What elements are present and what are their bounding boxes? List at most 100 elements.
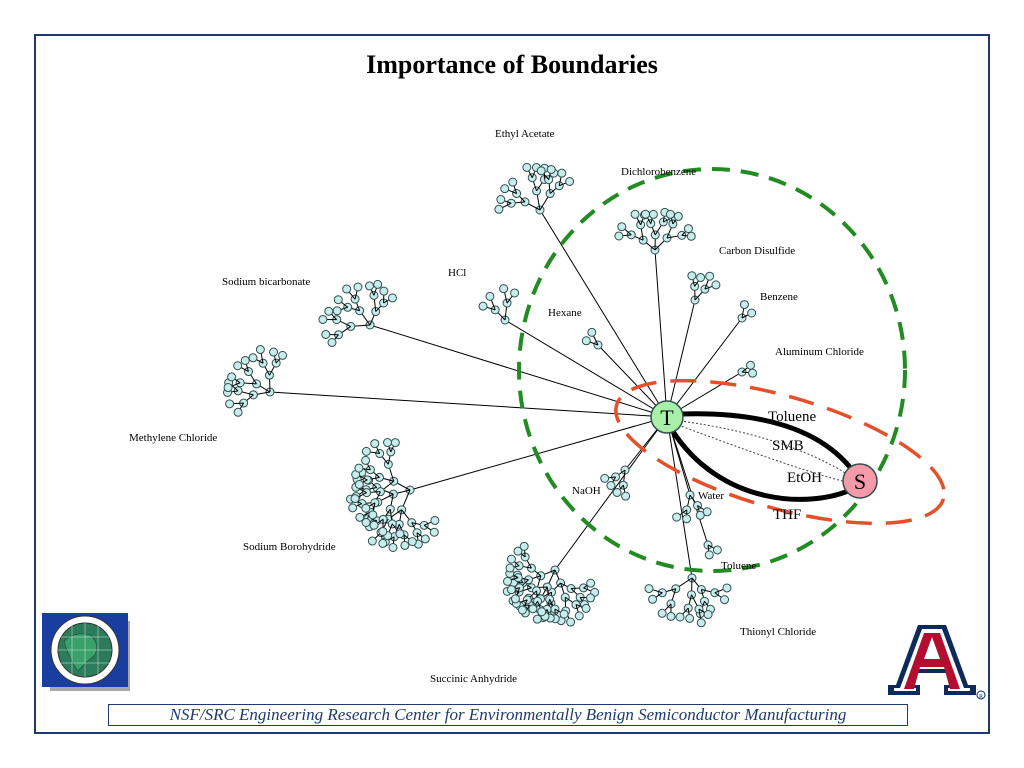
tree-thionyl-chloride-node bbox=[644, 584, 654, 594]
label-water: Water bbox=[698, 490, 724, 502]
path-label-thf: THF bbox=[773, 507, 801, 523]
tree-ethyl-acetate-node bbox=[496, 195, 506, 205]
tree-succinic-anhydride-node bbox=[574, 611, 584, 621]
tree-toluene-node bbox=[712, 545, 722, 555]
tree-sodium-borohydride-node bbox=[429, 527, 439, 537]
tree-thionyl-chloride-node bbox=[703, 610, 713, 620]
tree-aluminum-chloride-node bbox=[748, 368, 758, 378]
spoke-line bbox=[269, 391, 668, 418]
tree-sodium-bicarbonate-node bbox=[324, 306, 334, 316]
tree-ethyl-acetate-node bbox=[565, 176, 575, 186]
tree-sodium-borohydride-node bbox=[395, 529, 405, 539]
tree-naoh-node bbox=[600, 473, 610, 483]
tree-succinic-anhydride-node bbox=[506, 585, 516, 595]
toluene-path bbox=[679, 411, 861, 480]
tree-sodium-borohydride-node bbox=[354, 479, 364, 489]
tree-sodium-bicarbonate-node bbox=[332, 306, 342, 316]
tree-carbon-disulfide-node bbox=[711, 280, 721, 290]
tree-toluene-node bbox=[704, 550, 714, 560]
tree-succinic-anhydride-node bbox=[585, 593, 595, 603]
tree-sodium-bicarbonate-node bbox=[321, 329, 331, 339]
path-label-etoh: EtOH bbox=[787, 470, 822, 486]
spoke-line bbox=[666, 416, 709, 546]
tree-succinic-anhydride-node bbox=[566, 617, 576, 627]
tree-carbon-disulfide-node bbox=[696, 273, 706, 283]
tree-thionyl-chloride-node bbox=[675, 612, 685, 622]
hub-s[interactable] bbox=[842, 463, 878, 499]
tree-dichlorobenzene-node bbox=[665, 209, 675, 219]
tree-sodium-bicarbonate-node bbox=[333, 295, 343, 305]
tree-succinic-anhydride-node bbox=[502, 576, 512, 586]
tree-methylene-chloride-node bbox=[225, 399, 235, 409]
tree-sodium-borohydride-node bbox=[388, 542, 398, 552]
tree-succinic-anhydride-node bbox=[528, 604, 538, 614]
tree-benzene-node bbox=[739, 300, 749, 310]
tree-naoh-node bbox=[612, 487, 622, 497]
tree-aluminum-chloride bbox=[737, 360, 758, 378]
tree-sodium-borohydride-node bbox=[350, 494, 360, 504]
thf-path bbox=[669, 428, 857, 502]
tree-methylene-chloride-node bbox=[233, 407, 243, 417]
hub-t-label: T bbox=[660, 405, 674, 430]
tree-thionyl-chloride-node bbox=[685, 613, 695, 623]
tree-ethyl-acetate-node bbox=[557, 168, 567, 178]
tree-hcl-node bbox=[485, 291, 495, 301]
tree-sodium-borohydride bbox=[346, 438, 440, 552]
label-aluminum-chloride: Aluminum Chloride bbox=[775, 346, 864, 358]
tree-methylene-chloride-node bbox=[248, 353, 258, 363]
tree-sodium-borohydride-node bbox=[355, 512, 365, 522]
tree-succinic-anhydride-node bbox=[510, 594, 520, 604]
tree-benzene bbox=[737, 300, 757, 323]
tree-dichlorobenzene-node bbox=[673, 211, 683, 221]
path-label-smb: SMB bbox=[772, 438, 804, 454]
label-ethyl-acetate: Ethyl Acetate bbox=[495, 128, 555, 140]
red-boundary bbox=[614, 378, 946, 526]
tree-succinic-anhydride bbox=[502, 541, 600, 627]
tree-methylene-chloride-node bbox=[255, 345, 265, 355]
spoke-lines bbox=[269, 209, 743, 579]
tree-sodium-borohydride-node bbox=[370, 439, 380, 449]
tree-hexane-node bbox=[587, 327, 597, 337]
tree-sodium-borohydride-node bbox=[430, 515, 440, 525]
tree-dichlorobenzene bbox=[614, 207, 696, 255]
tree-sodium-bicarbonate-node bbox=[327, 338, 337, 348]
tree-sodium-borohydride-node bbox=[407, 537, 417, 547]
label-hcl: HCl bbox=[448, 267, 466, 279]
tree-dichlorobenzene-node bbox=[686, 231, 696, 241]
label-sodium-borohydride: Sodium Borohydride bbox=[243, 541, 336, 553]
tree-dichlorobenzene-node bbox=[617, 222, 627, 232]
tree-hcl bbox=[478, 284, 520, 325]
tree-methylene-chloride-node bbox=[233, 361, 243, 371]
tree-methylene-chloride bbox=[223, 345, 288, 417]
tree-sodium-borohydride-node bbox=[378, 538, 388, 548]
tree-thionyl-chloride-node bbox=[722, 583, 732, 593]
label-benzene: Benzene bbox=[760, 291, 798, 303]
tree-succinic-anhydride-node bbox=[581, 603, 591, 613]
tree-carbon-disulfide bbox=[687, 271, 721, 305]
hub-t[interactable] bbox=[650, 400, 684, 434]
solvent-trees bbox=[223, 162, 758, 628]
tree-naoh bbox=[600, 465, 631, 501]
spoke-line bbox=[654, 249, 668, 418]
tree-sodium-borohydride-node bbox=[361, 446, 371, 456]
tree-ethyl-acetate-node bbox=[500, 184, 510, 194]
tree-sodium-bicarbonate-node bbox=[353, 282, 363, 292]
label-succinic-anhydride: Succinic Anhydride bbox=[430, 673, 517, 685]
tree-thionyl-chloride-node bbox=[720, 595, 730, 605]
tree-ethyl-acetate bbox=[494, 162, 575, 215]
tree-sodium-bicarbonate bbox=[318, 279, 397, 348]
tree-carbon-disulfide-node bbox=[705, 271, 715, 281]
tree-sodium-bicarbonate-node bbox=[379, 286, 389, 296]
spoke-line bbox=[539, 209, 668, 418]
tree-succinic-anhydride-node bbox=[517, 605, 527, 615]
tree-methylene-chloride-node bbox=[240, 355, 250, 365]
label-naoh: NaOH bbox=[572, 485, 601, 497]
tree-ethyl-acetate-node bbox=[522, 162, 532, 172]
tree-toluene bbox=[703, 540, 722, 560]
tree-succinic-anhydride-node bbox=[537, 607, 547, 617]
label-sodium-bicarbonate: Sodium bicarbonate bbox=[222, 276, 310, 288]
tree-naoh-node bbox=[621, 491, 631, 501]
tree-sodium-bicarbonate-node bbox=[373, 279, 383, 289]
spoke-line bbox=[554, 416, 668, 571]
